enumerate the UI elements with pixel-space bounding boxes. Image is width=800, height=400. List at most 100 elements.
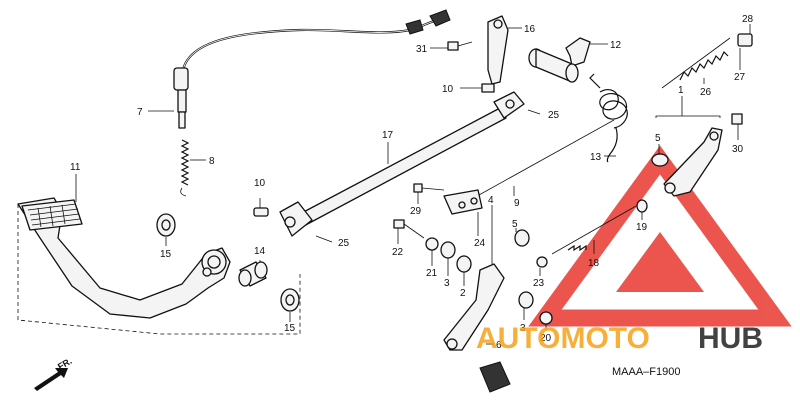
- svg-text:25: 25: [548, 110, 560, 121]
- callout-29: 29: [410, 192, 422, 217]
- arm-lower-nut: [536, 256, 548, 268]
- brake-pedal: [17, 197, 231, 319]
- callout-17: 17: [382, 130, 394, 164]
- callout-10-upper: 10: [442, 84, 482, 95]
- callout-8: 8: [190, 156, 215, 167]
- lever-bolt: [447, 41, 473, 51]
- svg-text:9: 9: [514, 198, 520, 209]
- svg-text:2: 2: [460, 288, 466, 299]
- rear-link: [663, 127, 723, 197]
- svg-text:8: 8: [209, 156, 215, 167]
- long-rod: [551, 205, 637, 255]
- watermark-logo: AUTOMOTO HUB: [476, 322, 763, 355]
- callout-25-upper: 25: [527, 109, 560, 121]
- svg-text:AUTOMOTO: AUTOMOTO: [476, 322, 650, 355]
- svg-text:14: 14: [254, 246, 266, 257]
- arm-bolt: [393, 219, 425, 239]
- arm-nut: [425, 237, 439, 251]
- pivot-collar: [238, 261, 268, 287]
- svg-text:10: 10: [442, 84, 454, 95]
- svg-text:1: 1: [678, 85, 684, 96]
- brake-rod: [279, 91, 525, 237]
- callout-21: 21: [426, 250, 438, 279]
- diagram-code: MAAA–F1900: [612, 366, 680, 378]
- svg-text:10: 10: [254, 178, 266, 189]
- svg-text:30: 30: [732, 144, 744, 155]
- svg-text:19: 19: [636, 222, 648, 233]
- lever-nut: [481, 83, 495, 93]
- svg-text:3: 3: [520, 323, 526, 334]
- svg-text:15: 15: [160, 249, 172, 260]
- svg-text:4: 4: [488, 195, 494, 206]
- callout-15-upper: 15: [160, 237, 172, 260]
- arm-lower-washer: [518, 291, 534, 309]
- callout-19: 19: [636, 212, 648, 233]
- callout-22: 22: [392, 228, 404, 258]
- svg-text:7: 7: [137, 107, 143, 118]
- svg-text:28: 28: [742, 14, 754, 25]
- callout-5-upper: 5: [655, 133, 661, 154]
- rod-bolt: [253, 198, 269, 217]
- svg-text:31: 31: [416, 44, 428, 55]
- return-link: [443, 119, 615, 215]
- lower-arm: [443, 263, 511, 393]
- callout-31: 31: [416, 44, 448, 55]
- svg-text:12: 12: [610, 40, 622, 51]
- svg-text:5: 5: [655, 133, 661, 144]
- svg-text:15: 15: [284, 323, 296, 334]
- svg-text:24: 24: [474, 238, 486, 249]
- svg-text:FR.: FR.: [56, 356, 74, 372]
- arm-collar-lower: [456, 255, 472, 273]
- link-bolt-right: [731, 113, 743, 125]
- callout-1: 1: [678, 85, 684, 116]
- link-group-bracket: [655, 115, 721, 118]
- callout-18: 18: [588, 240, 600, 269]
- return-spring-coil: [589, 73, 628, 163]
- callout-13: 13: [590, 152, 616, 163]
- svg-text:HUB: HUB: [698, 322, 763, 355]
- callout-16: 16: [508, 24, 536, 35]
- adjuster-rod: [661, 33, 753, 89]
- callout-20: 20: [540, 324, 552, 344]
- svg-text:5: 5: [512, 219, 518, 230]
- callout-25-lower: 25: [315, 235, 350, 249]
- callout-12: 12: [590, 40, 622, 51]
- brake-shaft-arm: [528, 37, 591, 83]
- svg-text:18: 18: [588, 258, 600, 269]
- svg-text:22: 22: [392, 247, 404, 258]
- link-bolt: [413, 183, 445, 193]
- pedal-dust-seal: [156, 213, 176, 237]
- svg-text:13: 13: [590, 152, 602, 163]
- link-collar: [636, 199, 648, 213]
- svg-text:20: 20: [540, 333, 552, 344]
- callout-23: 23: [533, 268, 545, 289]
- svg-text:3: 3: [444, 278, 450, 289]
- pedal-group-bracket: [17, 204, 301, 335]
- callout-3-upper: 3: [444, 258, 450, 289]
- svg-text:27: 27: [734, 72, 746, 83]
- callout-24: 24: [474, 212, 486, 249]
- arm-pivot-bushing: [514, 229, 530, 247]
- callout-11: 11: [70, 162, 81, 202]
- callout-6: 6: [486, 340, 502, 351]
- arm-washer-upper: [440, 241, 456, 259]
- pedal-grip-pattern: [27, 203, 81, 228]
- watermark-triangle: [528, 145, 792, 327]
- callout-28: 28: [742, 14, 754, 34]
- callout-27: 27: [734, 48, 746, 83]
- callout-30: 30: [732, 124, 744, 155]
- front-direction-marker: FR.: [34, 356, 74, 391]
- svg-text:26: 26: [700, 87, 712, 98]
- callout-26: 26: [700, 78, 712, 98]
- brake-switch-cable: [173, 9, 451, 129]
- svg-text:25: 25: [338, 238, 350, 249]
- callout-3-lower: 3: [520, 308, 526, 334]
- svg-text:23: 23: [533, 278, 545, 289]
- pivot-dust-seal: [280, 288, 300, 312]
- svg-text:29: 29: [410, 206, 422, 217]
- switch-lever: [487, 15, 509, 85]
- svg-text:21: 21: [426, 268, 438, 279]
- callouts: 1 2 3 3 4 5 5 6 7 8 9 10 10 11 12 13 14 …: [70, 14, 754, 351]
- callout-4: 4: [488, 195, 494, 264]
